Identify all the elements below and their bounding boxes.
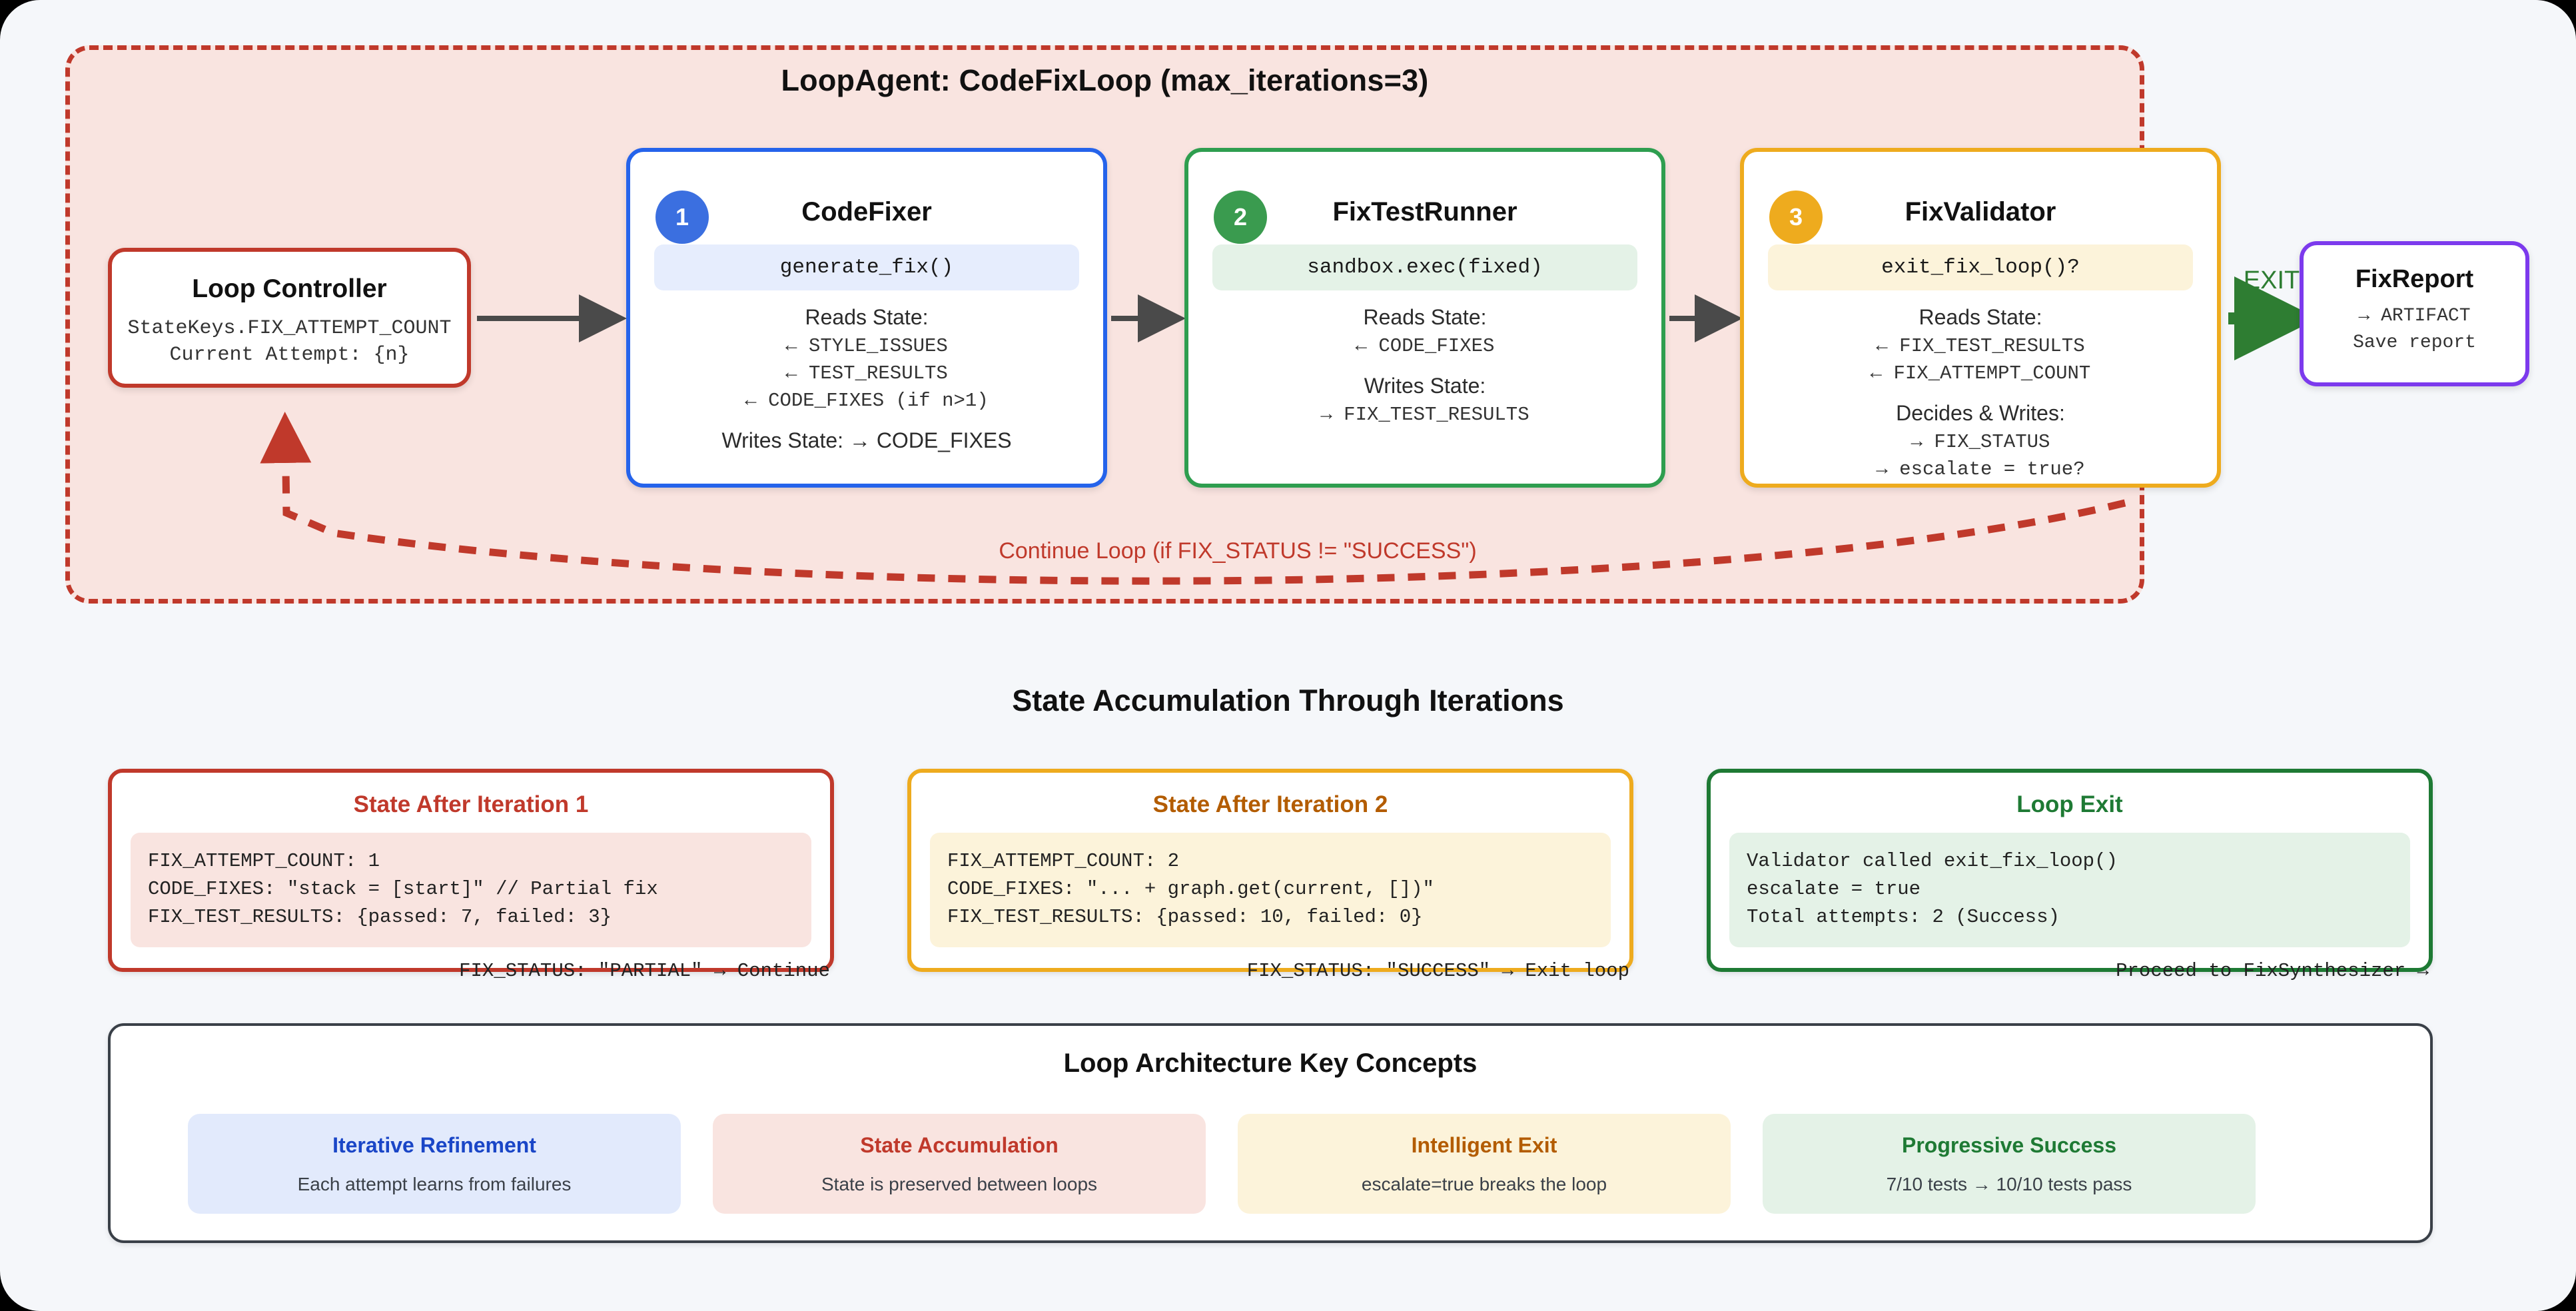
concept-card-progressive-success[interactable]: Progressive Success 7/10 tests → 10/10 t…	[1763, 1114, 2256, 1214]
concept-3-title: Progressive Success	[1902, 1132, 2116, 1157]
state-card-loop-exit[interactable]: Loop Exit Validator called exit_fix_loop…	[1707, 769, 2433, 982]
step-badge-3: 3	[1769, 191, 1823, 244]
state-card-2-footer: FIX_STATUS: "SUCCESS" → Exit loop	[1246, 960, 1629, 983]
state-card-3-footer: Proceed to FixSynthesizer →	[2116, 960, 2429, 983]
concept-1-title: State Accumulation	[860, 1132, 1059, 1157]
state-section-heading: State Accumulation Through Iterations	[1012, 683, 1564, 717]
fixtestrunner-writes-label: Writes State:	[1364, 374, 1486, 398]
state-card-1-footer: FIX_STATUS: "PARTIAL" → Continue	[459, 960, 830, 983]
fixvalidator-read-0: ← FIX_TEST_RESULTS	[1876, 335, 2085, 357]
codefixer-title: CodeFixer	[801, 197, 932, 226]
codefixer-read-0: ← STYLE_ISSUES	[785, 335, 948, 357]
fixvalidator-title: FixValidator	[1905, 197, 2056, 226]
fixreport-lines: → ARTIFACT Save report	[2304, 303, 2525, 356]
state-card-2-line-1: CODE_FIXES: "... + graph.get(current, []…	[947, 878, 1434, 901]
state-card-1-line-0: FIX_ATTEMPT_COUNT: 1	[148, 850, 380, 872]
concept-card-intelligent-exit[interactable]: Intelligent Exit escalate=true breaks th…	[1238, 1114, 1731, 1214]
concept-card-iterative-refinement[interactable]: Iterative Refinement Each attempt learns…	[188, 1114, 681, 1214]
fixvalidator-code-chip: exit_fix_loop()?	[1768, 244, 2193, 290]
codefixer-reads-label: Reads State:	[805, 305, 929, 329]
fixvalidator-write-0: → FIX_STATUS	[1911, 431, 2050, 454]
step-badge-2: 2	[1214, 191, 1267, 244]
loop-controller-title: Loop Controller	[192, 274, 387, 303]
key-concepts-title: Loop Architecture Key Concepts	[1063, 1049, 1478, 1078]
state-card-2-line-0: FIX_ATTEMPT_COUNT: 2	[947, 850, 1180, 872]
state-card-3-line-0: Validator called exit_fix_loop()	[1747, 850, 2118, 872]
exit-label: EXIT	[2243, 266, 2300, 294]
agent-card-fixvalidator[interactable]: 3 FixValidator exit_fix_loop()? Reads St…	[1740, 148, 2221, 488]
state-card-1-line-2: FIX_TEST_RESULTS: {passed: 7, failed: 3}	[148, 906, 612, 929]
concept-card-state-accumulation[interactable]: State Accumulation State is preserved be…	[713, 1114, 1206, 1214]
loop-agent-title: LoopAgent: CodeFixLoop (max_iterations=3…	[781, 63, 1429, 97]
agent-card-fixtestrunner[interactable]: 2 FixTestRunner sandbox.exec(fixed) Read…	[1184, 148, 1665, 488]
step-badge-1: 1	[655, 191, 709, 244]
concept-1-sub: State is preserved between loops	[821, 1173, 1098, 1194]
agent-card-codefixer[interactable]: 1 CodeFixer generate_fix() Reads State: …	[626, 148, 1107, 488]
state-card-3-line-1: escalate = true	[1747, 878, 1921, 901]
fixreport-title: FixReport	[2355, 265, 2474, 293]
concept-3-sub: 7/10 tests → 10/10 tests pass	[1886, 1173, 2132, 1194]
concept-2-title: Intelligent Exit	[1411, 1132, 1557, 1157]
fixvalidator-writes-label: Decides & Writes:	[1896, 401, 2065, 426]
fixtestrunner-read-0: ← CODE_FIXES	[1355, 335, 1495, 357]
fixvalidator-write-1: → escalate = true?	[1876, 458, 2085, 481]
state-card-iteration-1[interactable]: State After Iteration 1 FIX_ATTEMPT_COUN…	[108, 769, 834, 982]
loop-controller-current-attempt: Current Attempt: {n}	[169, 343, 410, 366]
loop-controller-card[interactable]: Loop Controller StateKeys.FIX_ATTEMPT_CO…	[108, 248, 471, 388]
loop-controller-state-key: StateKeys.FIX_ATTEMPT_COUNT	[127, 317, 452, 340]
fixtestrunner-write-0: → FIX_TEST_RESULTS	[1320, 404, 1529, 426]
fixtestrunner-code-chip: sandbox.exec(fixed)	[1212, 244, 1637, 290]
codefixer-code-chip: generate_fix()	[654, 244, 1079, 290]
fixvalidator-read-1: ← FIX_ATTEMPT_COUNT	[1870, 362, 2091, 385]
fixtestrunner-title: FixTestRunner	[1332, 197, 1517, 226]
state-card-iteration-2[interactable]: State After Iteration 2 FIX_ATTEMPT_COUN…	[907, 769, 1633, 982]
state-card-2-title: State After Iteration 2	[1152, 791, 1388, 817]
concept-0-sub: Each attempt learns from failures	[297, 1173, 572, 1194]
state-card-1-body: FIX_ATTEMPT_COUNT: 1 CODE_FIXES: "stack …	[131, 833, 830, 982]
state-card-1-line-1: CODE_FIXES: "stack = [start]" // Partial…	[148, 878, 658, 901]
continue-loop-label: Continue Loop (if FIX_STATUS != "SUCCESS…	[999, 538, 1477, 564]
loop-controller-lines: StateKeys.FIX_ATTEMPT_COUNT Current Atte…	[112, 316, 467, 369]
codefixer-read-2: ← CODE_FIXES (if n>1)	[745, 390, 989, 412]
state-card-3-line-2: Total attempts: 2 (Success)	[1747, 906, 2060, 929]
fixtestrunner-reads-label: Reads State:	[1363, 305, 1487, 329]
fixreport-save: Save report	[2353, 332, 2476, 353]
key-concepts-row: Iterative Refinement Each attempt learns…	[188, 1114, 2353, 1214]
state-card-2-line-2: FIX_TEST_RESULTS: {passed: 10, failed: 0…	[947, 906, 1423, 929]
fixreport-artifact: → ARTIFACT	[2358, 306, 2471, 326]
fixreport-card[interactable]: FixReport → ARTIFACT Save report	[2300, 241, 2529, 386]
state-card-3-title: Loop Exit	[2016, 791, 2123, 817]
concept-2-sub: escalate=true breaks the loop	[1361, 1173, 1607, 1194]
codefixer-read-1: ← TEST_RESULTS	[785, 362, 948, 385]
fixvalidator-reads-label: Reads State:	[1919, 305, 2042, 329]
state-card-2-body: FIX_ATTEMPT_COUNT: 2 CODE_FIXES: "... + …	[930, 833, 1629, 982]
state-card-1-title: State After Iteration 1	[353, 791, 589, 817]
concept-0-title: Iterative Refinement	[332, 1132, 536, 1157]
codefixer-writes-label: Writes State: → CODE_FIXES	[721, 428, 1012, 453]
state-card-3-body: Validator called exit_fix_loop() escalat…	[1729, 833, 2429, 982]
